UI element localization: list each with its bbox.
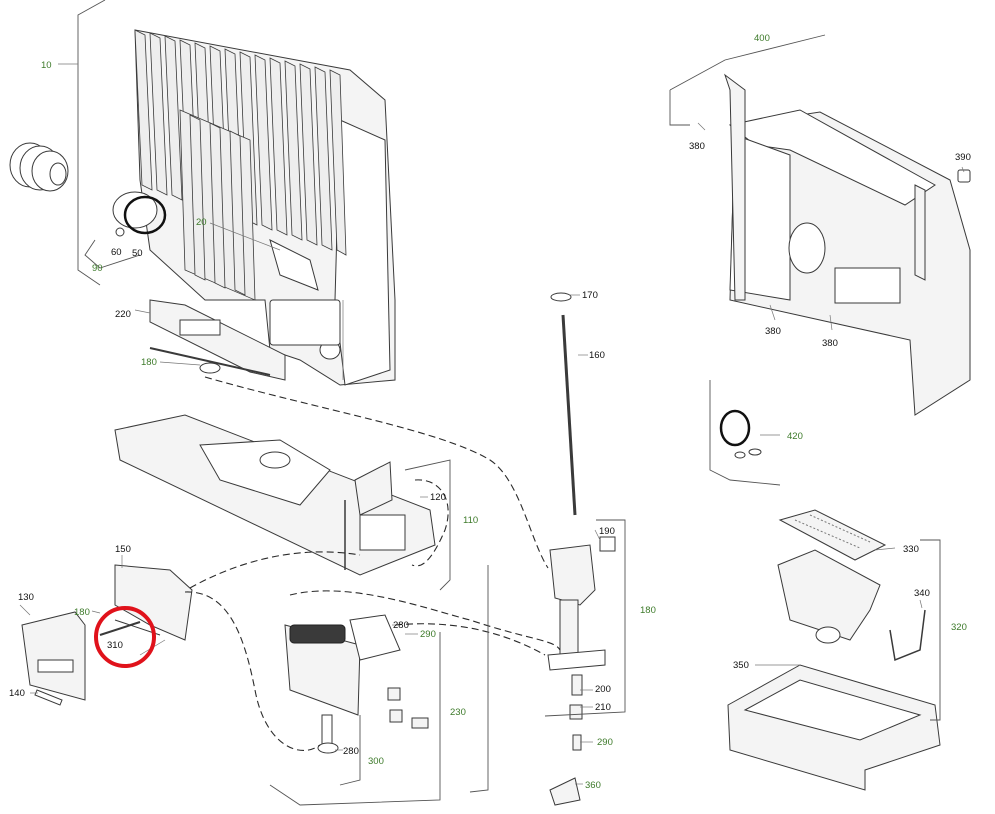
upper-housing	[724, 73, 971, 416]
drip-tray-320	[777, 549, 881, 644]
label-340: 340	[914, 588, 930, 599]
clip-340	[889, 609, 926, 662]
label-220: 220	[115, 309, 131, 320]
leader-lines	[19, 0, 965, 806]
label-60: 60	[111, 247, 122, 258]
label-140: 140	[9, 688, 25, 699]
burner-bracket	[149, 299, 286, 381]
seal-kit	[719, 409, 762, 459]
heat-exchanger-fins	[134, 29, 347, 301]
label-380-a: 380	[689, 141, 705, 152]
spiral-insert	[9, 142, 69, 192]
label-110: 110	[463, 515, 478, 526]
label-130: 130	[18, 592, 34, 603]
label-290-a: 290	[420, 629, 436, 640]
label-300: 300	[368, 756, 384, 767]
label-180-a: 180	[141, 357, 157, 368]
label-290-b: 290	[597, 737, 613, 748]
label-10: 10	[41, 60, 52, 71]
label-120: 120	[430, 492, 446, 503]
label-210: 210	[595, 702, 611, 713]
label-280-b: 280	[343, 746, 359, 757]
label-380-c: 380	[822, 338, 838, 349]
control-panel	[21, 564, 193, 706]
label-280-a: 280	[393, 620, 409, 631]
label-400: 400	[754, 33, 770, 44]
label-180-c: 180	[640, 605, 656, 616]
label-20: 20	[196, 217, 207, 228]
heat-exchanger	[134, 29, 396, 386]
label-200: 200	[595, 684, 611, 695]
label-310: 310	[107, 640, 123, 651]
part-labels: 10 20 60 50 90 220 180 120 110 170 160 1…	[9, 33, 971, 791]
label-90: 90	[92, 263, 103, 274]
label-390: 390	[955, 152, 971, 163]
gasket-rings	[112, 191, 167, 237]
label-330: 330	[903, 544, 919, 555]
gas-valve	[547, 292, 616, 806]
label-320: 320	[951, 622, 967, 633]
label-170: 170	[582, 290, 598, 301]
label-380-b: 380	[765, 326, 781, 337]
label-360: 360	[585, 780, 601, 791]
burner-assembly	[284, 614, 429, 754]
connection-tubes	[184, 376, 561, 751]
highlight-circle	[94, 606, 156, 668]
retaining-clip	[957, 169, 971, 183]
label-350: 350	[733, 660, 749, 671]
grille-330	[778, 509, 887, 561]
label-160: 160	[589, 350, 605, 361]
burner-tray	[114, 414, 436, 576]
label-50: 50	[132, 248, 143, 259]
label-150: 150	[115, 544, 131, 555]
label-180-b: 180	[74, 607, 90, 618]
label-190: 190	[599, 526, 615, 537]
label-230: 230	[450, 707, 466, 718]
label-420: 420	[787, 431, 803, 442]
tray-350	[727, 664, 941, 791]
